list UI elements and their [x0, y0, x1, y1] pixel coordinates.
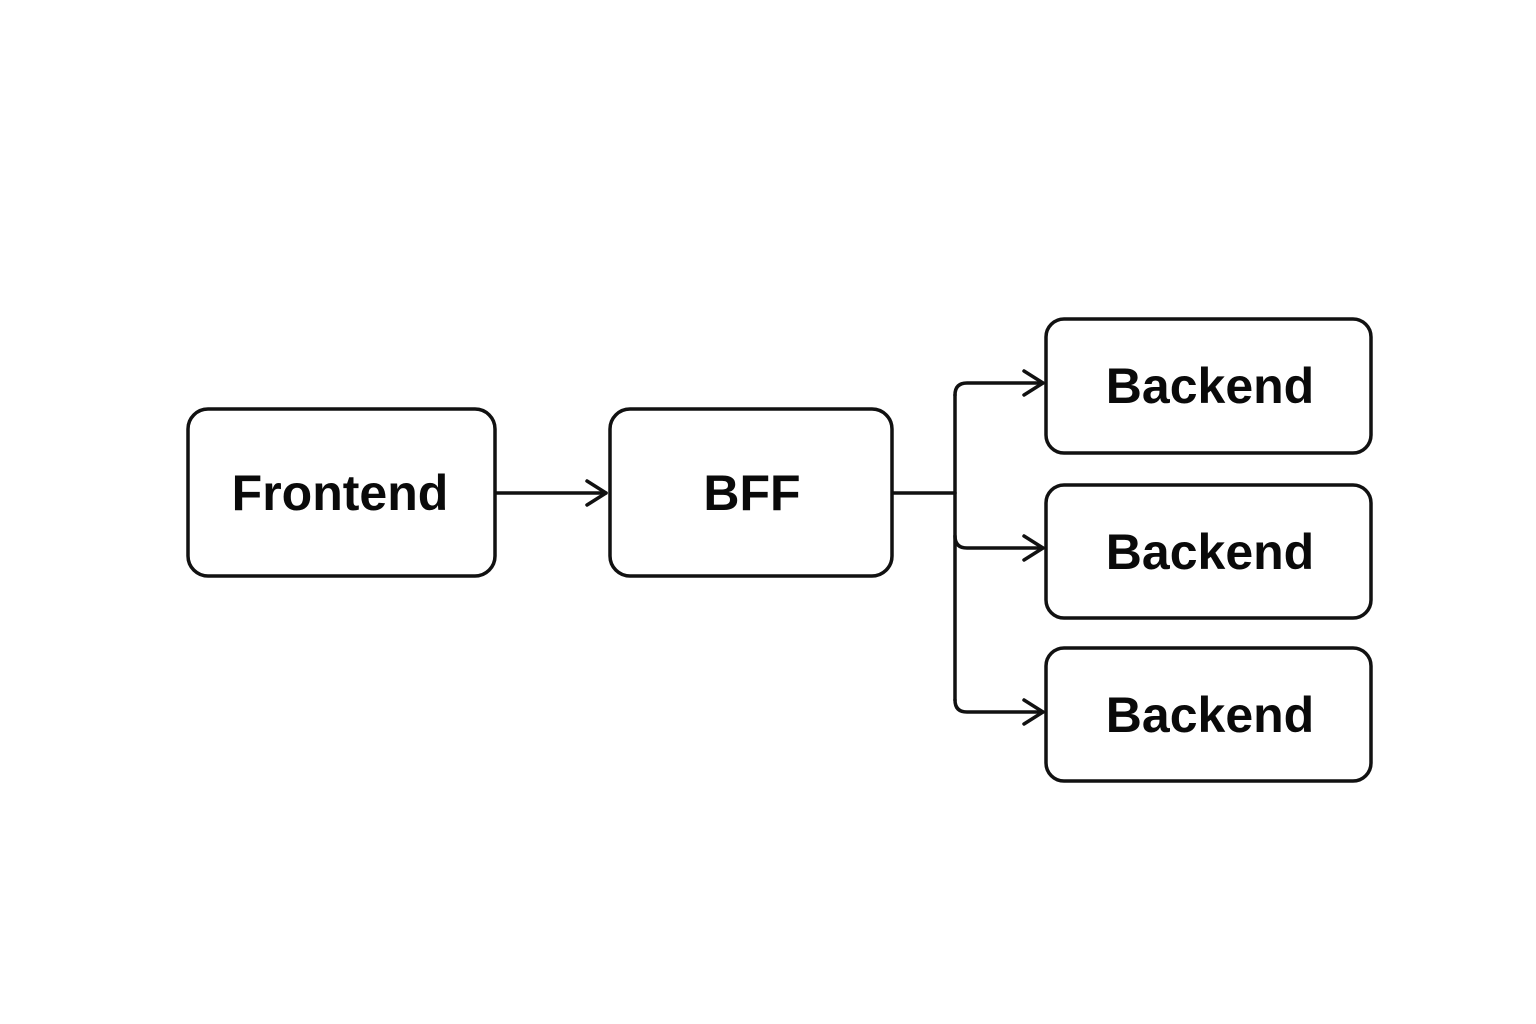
node-backend-2-box: [1044, 483, 1373, 620]
edge-frontend-to-bff: [494, 479, 608, 507]
node-frontend-label: Frontend: [232, 465, 449, 521]
edges: [494, 369, 1045, 726]
arrowhead-icon: [1022, 534, 1045, 562]
edge-bff-to-backend-1: [953, 369, 1045, 397]
node-backend-3-box: [1044, 646, 1373, 783]
node-bff[interactable]: BFF: [608, 407, 894, 578]
node-backend-1-label: Backend: [1106, 358, 1314, 414]
arrowhead-icon: [1022, 698, 1045, 726]
edge-line: [953, 381, 1045, 397]
node-backend-1-box: [1044, 317, 1373, 455]
node-backend-3-label: Backend: [1106, 687, 1314, 743]
arrowhead-icon: [1022, 369, 1045, 397]
node-backend-2-label: Backend: [1106, 524, 1314, 580]
node-backend-3[interactable]: Backend: [1044, 646, 1373, 783]
edge-bff-to-backend-2: [953, 534, 1045, 562]
node-bff-box: [608, 407, 894, 578]
node-backend-2[interactable]: Backend: [1044, 483, 1373, 620]
node-bff-label: BFF: [703, 465, 800, 521]
node-frontend[interactable]: Frontend: [186, 407, 497, 578]
node-backend-1[interactable]: Backend: [1044, 317, 1373, 455]
edge-line: [953, 534, 1045, 550]
arrowhead-icon: [585, 479, 608, 507]
edge-line: [953, 698, 1045, 714]
edge-bff-to-backend-3: [953, 698, 1045, 726]
node-frontend-box: [186, 407, 497, 578]
